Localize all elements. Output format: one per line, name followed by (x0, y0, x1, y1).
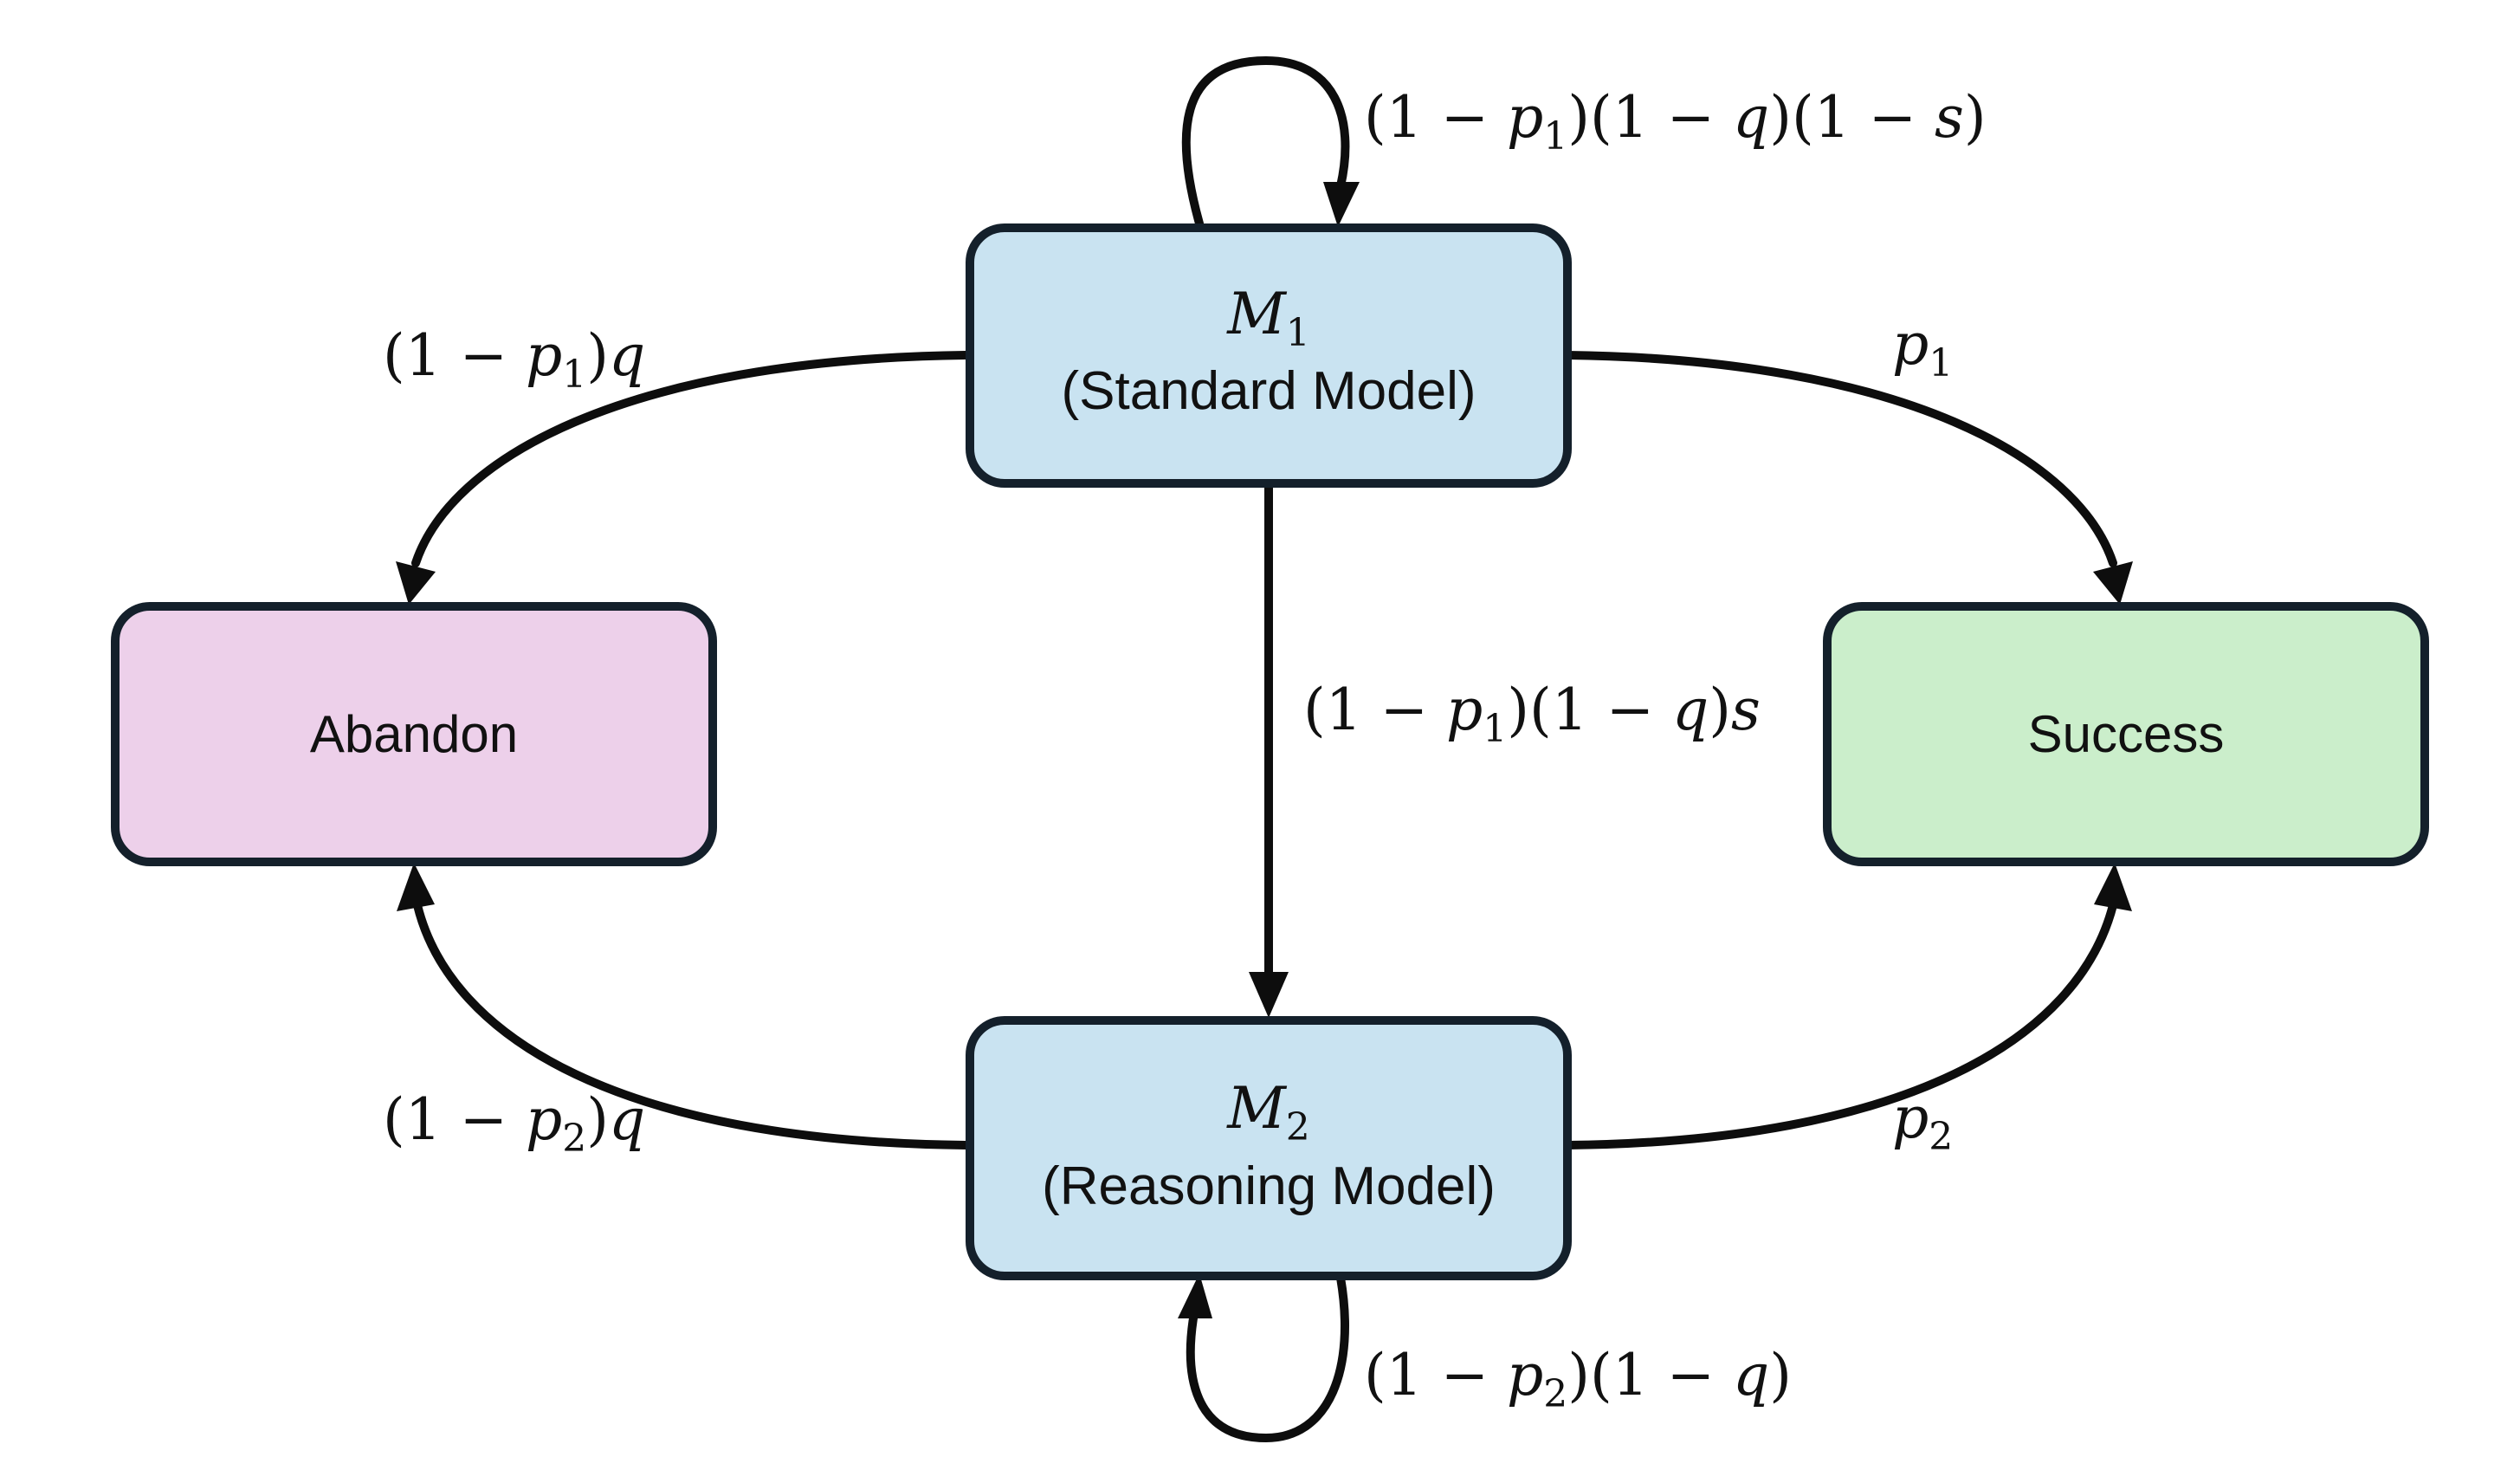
node-success-box (1823, 602, 2429, 866)
node-m1-box (966, 223, 1572, 488)
node-m2-label: (Reasoning Model) (1042, 1156, 1496, 1216)
node-abandon-label: Abandon (310, 705, 518, 763)
label-m2-abandon: (1 − p2)q (383, 1086, 645, 1161)
arrowhead-m1-self (1323, 182, 1360, 227)
label-m1-abandon: (1 − p1)q (383, 322, 645, 397)
edge-m1-success (1563, 351, 2117, 567)
node-abandon: Abandon (111, 602, 717, 866)
edge-m2-self-loop (1186, 1273, 1349, 1443)
node-success-label: Success (2028, 705, 2225, 763)
node-abandon-box (111, 602, 717, 866)
arrowhead-m2-success (2094, 863, 2132, 911)
label-m1-success: p1 (1892, 311, 1953, 385)
arrowhead-m1-m2 (1249, 972, 1289, 1018)
arrowhead-m1-abandon (396, 561, 436, 605)
edge-m1-abandon (411, 351, 970, 567)
node-m2: M2 (Reasoning Model) (966, 1016, 1572, 1280)
edge-m2-abandon (413, 901, 970, 1149)
arrowhead-m2-self (1178, 1273, 1212, 1318)
arrowhead-m2-abandon (397, 863, 435, 911)
node-success: Success (1823, 602, 2429, 866)
node-m2-symbol: M2 (1226, 1075, 1310, 1149)
edge-m2-success (1563, 901, 2117, 1149)
label-m2-self: (1 − p2)(1 − q) (1364, 1342, 1792, 1416)
node-m1-label: (Standard Model) (1061, 361, 1476, 421)
arrowhead-m1-success (2093, 561, 2133, 605)
edges (396, 55, 2133, 1443)
node-m1-symbol: M1 (1226, 281, 1310, 355)
node-m2-box (966, 1016, 1572, 1280)
edge-m1-self-loop (1181, 55, 1350, 228)
node-m1: M1 (Standard Model) (966, 223, 1572, 488)
label-m1-self: (1 − p1)(1 − q)(1 − s) (1364, 84, 1987, 159)
label-m1-m2: (1 − p1)(1 − q)s (1303, 677, 1761, 751)
label-m2-success: p2 (1892, 1085, 1953, 1159)
